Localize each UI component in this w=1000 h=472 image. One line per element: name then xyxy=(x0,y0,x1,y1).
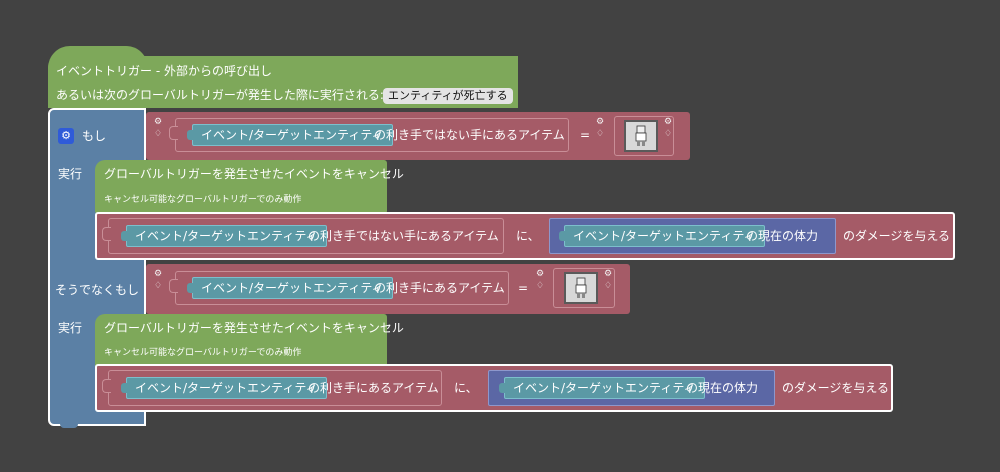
cancel-event-note-1: キャンセル可能なグローバルトリガーでのみ動作 xyxy=(104,195,302,205)
condition-2-property: の利き手にあるアイテム xyxy=(374,281,505,295)
damage-2-entity-pill[interactable]: イベント/ターゲットエンティティ xyxy=(121,377,327,399)
damage-1-damage-text: のダメージを与える xyxy=(843,229,951,243)
damage-2-damage-text: のダメージを与える xyxy=(782,381,890,395)
else-if-label: そうでなくもし xyxy=(55,283,140,297)
player-figure-icon xyxy=(575,277,587,298)
damage-2-health-text: の現在の体力 xyxy=(686,381,759,395)
damage-1-health-text: の現在の体力 xyxy=(746,229,819,243)
condition-1-operator: = xyxy=(580,128,591,142)
gear-small-icon: ♢ xyxy=(154,129,163,139)
damage-1-entity2-pill[interactable]: イベント/ターゲットエンティティ xyxy=(559,225,765,247)
gear-small-icon: ♢ xyxy=(664,129,673,139)
damage-1-to-text: に、 xyxy=(516,229,540,243)
cancel-event-block-1[interactable] xyxy=(95,160,387,214)
event-title: イベントトリガー - 外部からの呼び出し xyxy=(56,64,272,78)
puzzle-connector-icon xyxy=(169,279,178,293)
damage-2-item-text: の利き手にあるアイテム xyxy=(308,381,439,395)
gear-small-icon: ⚙ xyxy=(154,117,163,127)
gear-small-icon: ♢ xyxy=(604,281,613,291)
damage-1-entity-pill[interactable]: イベント/ターゲットエンティティ xyxy=(121,225,327,247)
gear-small-icon: ⚙ xyxy=(154,269,163,279)
gear-icon[interactable]: ⚙ xyxy=(58,128,74,144)
damage-1-item-text: の利き手ではない手にあるアイテム xyxy=(308,229,499,243)
puzzle-connector-icon xyxy=(102,379,111,393)
gear-small-icon: ♢ xyxy=(154,281,163,291)
damage-2-to-text: に、 xyxy=(454,381,478,395)
if-block-bottom-notch xyxy=(60,422,78,428)
cancel-event-title-1: グローバルトリガーを発生させたイベントをキャンセル xyxy=(104,167,404,181)
event-subtitle: あるいは次のグローバルトリガーが発生した際に実行される: xyxy=(56,88,384,102)
damage-2-entity2-pill[interactable]: イベント/ターゲットエンティティ xyxy=(499,377,705,399)
item-slot-icon[interactable] xyxy=(624,120,658,152)
item-slot-icon[interactable] xyxy=(564,272,598,304)
condition-2-operator: = xyxy=(518,281,529,295)
cancel-event-block-2[interactable] xyxy=(95,314,387,368)
cancel-event-note-2: キャンセル可能なグローバルトリガーでのみ動作 xyxy=(104,348,302,358)
do-label-2: 実行 xyxy=(58,321,83,335)
do-label: 実行 xyxy=(58,167,83,181)
gear-small-icon: ⚙ xyxy=(536,269,545,279)
condition-1-property: の利き手ではない手にあるアイテム xyxy=(374,128,565,142)
if-label: もし xyxy=(82,129,107,143)
condition-2-entity-pill[interactable]: イベント/ターゲットエンティティ xyxy=(187,277,393,299)
global-trigger-dropdown[interactable]: エンティティが死亡する xyxy=(383,88,513,104)
gear-small-icon: ♢ xyxy=(596,129,605,139)
puzzle-connector-icon xyxy=(169,126,178,140)
condition-1-entity-pill[interactable]: イベント/ターゲットエンティティ xyxy=(187,124,393,146)
gear-small-icon: ⚙ xyxy=(664,117,673,127)
gear-small-icon: ♢ xyxy=(536,281,545,291)
cancel-event-title-2: グローバルトリガーを発生させたイベントをキャンセル xyxy=(104,321,404,335)
player-figure-icon xyxy=(635,125,647,146)
gear-small-icon: ⚙ xyxy=(596,117,605,127)
puzzle-connector-icon xyxy=(102,227,111,241)
gear-small-icon: ⚙ xyxy=(604,269,613,279)
